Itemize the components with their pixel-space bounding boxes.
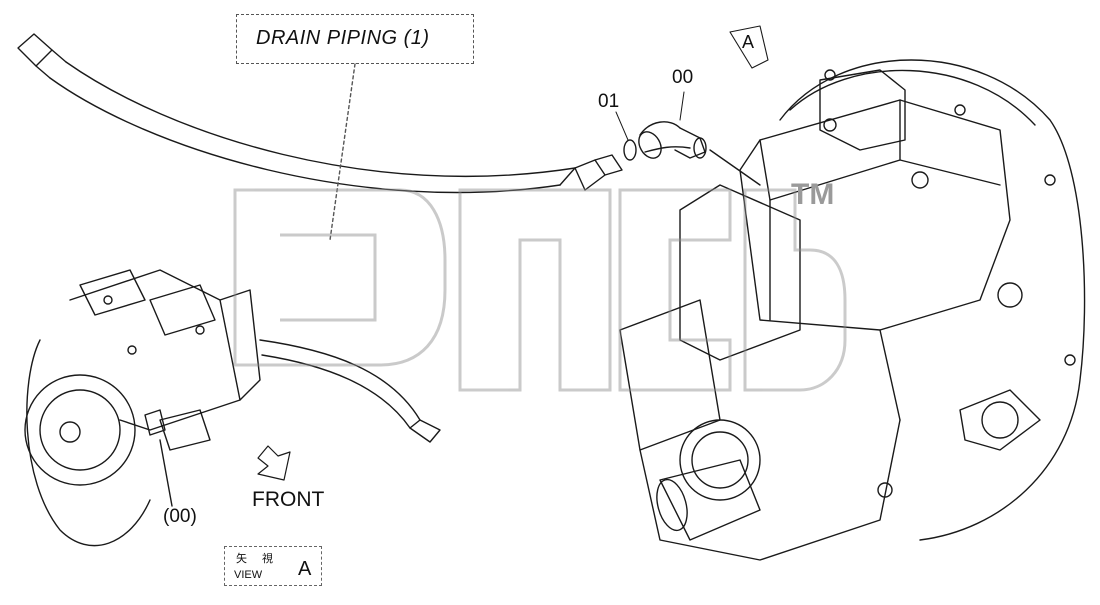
- callout-01: 01: [598, 91, 620, 112]
- view-marker-box: [224, 546, 322, 586]
- callout-00: 00: [672, 67, 694, 88]
- front-arrow-icon: [257, 445, 291, 481]
- watermark-tm: TM: [791, 178, 835, 211]
- title-leader: [329, 63, 356, 241]
- view-arrow-icon: [729, 25, 769, 69]
- main-pump-assembly: [619, 59, 1086, 561]
- view-cn-label: 矢 視: [236, 553, 280, 565]
- left-pump-assembly: [24, 269, 261, 547]
- front-label: FRONT: [252, 488, 325, 511]
- leader-00b: [159, 439, 173, 507]
- o-ring: [623, 139, 637, 161]
- diagram-title: DRAIN PIPING (1): [256, 27, 430, 49]
- lower-hose: [259, 339, 441, 443]
- leader-00: [709, 149, 761, 186]
- view-letter-top: A: [742, 32, 755, 52]
- callout-00-paren: (00): [163, 506, 197, 527]
- view-letter: A: [298, 558, 312, 580]
- watermark-logo: [233, 188, 847, 392]
- view-en-label: VIEW: [234, 569, 263, 581]
- title-frame: [236, 14, 474, 64]
- elbow-fitting: [638, 121, 707, 159]
- drain-hose: [17, 33, 623, 194]
